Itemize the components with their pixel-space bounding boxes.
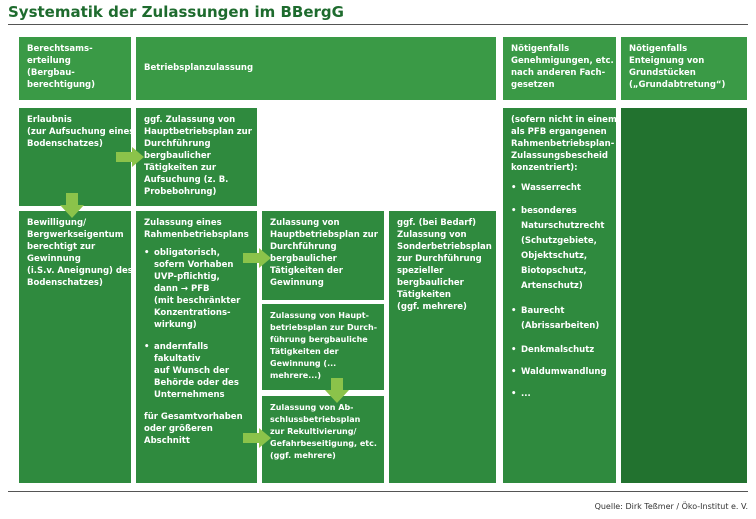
- arrow-right-abschluss-icon: [243, 428, 271, 448]
- box-rahmenbetriebsplan-footer: für Gesamtvorhaben oder größeren Abschni…: [144, 412, 243, 446]
- box-bewilligung: Bewilligung/ Bergwerkseigentum berechtig…: [19, 211, 133, 483]
- rahmenbetriebsplan-list: obligatorisch, sofern Vorhaben UVP-pflic…: [144, 247, 249, 401]
- rahmenbetriebsplan-item: andernfalls fakultativ auf Wunsch der Be…: [144, 341, 249, 401]
- top-rule: [8, 24, 748, 25]
- rahmenbetriebsplan-item: obligatorisch, sofern Vorhaben UVP-pflic…: [144, 247, 249, 331]
- box-hauptbetriebsplan-mehrere: Zulassung von Haupt- betriebsplan zur Du…: [262, 304, 384, 390]
- fachgesetze-item: Denkmalschutz: [511, 344, 608, 356]
- page-title: Systematik der Zulassungen im BBergG: [8, 3, 344, 21]
- bottom-rule: [8, 491, 748, 492]
- box-hauptbetriebsplan-aufsuchung-text: ggf. Zulassung von Hauptbetriebsplan zur…: [144, 115, 252, 197]
- box-rahmenbetriebsplan-title: Zulassung eines Rahmenbetriebsplans: [144, 218, 249, 240]
- box-fachgesetze: (sofern nicht in einem als PFB ergangene…: [503, 108, 617, 483]
- arrow-down-abschluss-icon: [325, 378, 349, 403]
- header-berechtsamserteilung: Berechtsams- erteilung (Bergbau- berecht…: [19, 37, 131, 100]
- arrow-down-bewilligung-icon: [60, 193, 84, 218]
- fachgesetze-item: Baurecht (Abrissarbeiten): [511, 304, 608, 334]
- header-betriebsplanzulassung-text: Betriebsplanzulassung: [144, 63, 254, 73]
- box-abschlussbetriebsplan: Zulassung von Ab- schlussbetriebsplan zu…: [262, 396, 384, 483]
- box-sonderbetriebsplan-text: ggf. (bei Bedarf) Zulassung von Sonderbe…: [397, 218, 492, 312]
- fachgesetze-list: Wasserrecht besonderes Naturschutzrecht …: [511, 182, 608, 400]
- header-berechtsamserteilung-text: Berechtsams- erteilung (Bergbau- berecht…: [27, 44, 96, 90]
- header-betriebsplanzulassung: Betriebsplanzulassung: [136, 37, 496, 100]
- fachgesetze-item: Waldumwandlung: [511, 366, 608, 378]
- fachgesetze-item: ...: [511, 388, 608, 400]
- source-credit: Quelle: Dirk Teßmer / Öko-Institut e. V.: [594, 502, 748, 511]
- arrow-right-erlaubnis-icon: [116, 147, 144, 167]
- box-hauptbetriebsplan-gewinnung-text: Zulassung von Hauptbetriebsplan zur Durc…: [270, 218, 378, 288]
- box-rahmenbetriebsplan: Zulassung eines Rahmenbetriebsplans obli…: [136, 211, 257, 483]
- box-erlaubnis-text: Erlaubnis (zur Aufsuchung eines Bodensch…: [27, 115, 135, 149]
- fachgesetze-item: Wasserrecht: [511, 182, 608, 194]
- box-erlaubnis: Erlaubnis (zur Aufsuchung eines Bodensch…: [19, 108, 135, 206]
- box-enteignung-empty: [621, 108, 747, 483]
- box-sonderbetriebsplan: ggf. (bei Bedarf) Zulassung von Sonderbe…: [389, 211, 496, 483]
- arrow-right-rahmen-icon: [243, 248, 271, 268]
- box-hauptbetriebsplan-gewinnung: Zulassung von Hauptbetriebsplan zur Durc…: [262, 211, 384, 300]
- box-abschlussbetriebsplan-text: Zulassung von Ab- schlussbetriebsplan zu…: [270, 403, 377, 460]
- box-fachgesetze-intro: (sofern nicht in einem als PFB ergangene…: [511, 115, 617, 173]
- header-enteignung: Nötigenfalls Enteignung von Grundstücken…: [621, 37, 747, 100]
- fachgesetze-item: besonderes Naturschutzrecht (Schutzgebie…: [511, 204, 608, 294]
- header-enteignung-text: Nötigenfalls Enteignung von Grundstücken…: [629, 44, 726, 90]
- header-fachgesetze: Nötigenfalls Genehmigungen, etc. nach an…: [503, 37, 616, 100]
- box-hauptbetriebsplan-mehrere-text: Zulassung von Haupt- betriebsplan zur Du…: [270, 311, 378, 380]
- box-bewilligung-text: Bewilligung/ Bergwerkseigentum berechtig…: [27, 218, 133, 288]
- box-hauptbetriebsplan-aufsuchung: ggf. Zulassung von Hauptbetriebsplan zur…: [136, 108, 257, 206]
- header-fachgesetze-text: Nötigenfalls Genehmigungen, etc. nach an…: [511, 44, 614, 90]
